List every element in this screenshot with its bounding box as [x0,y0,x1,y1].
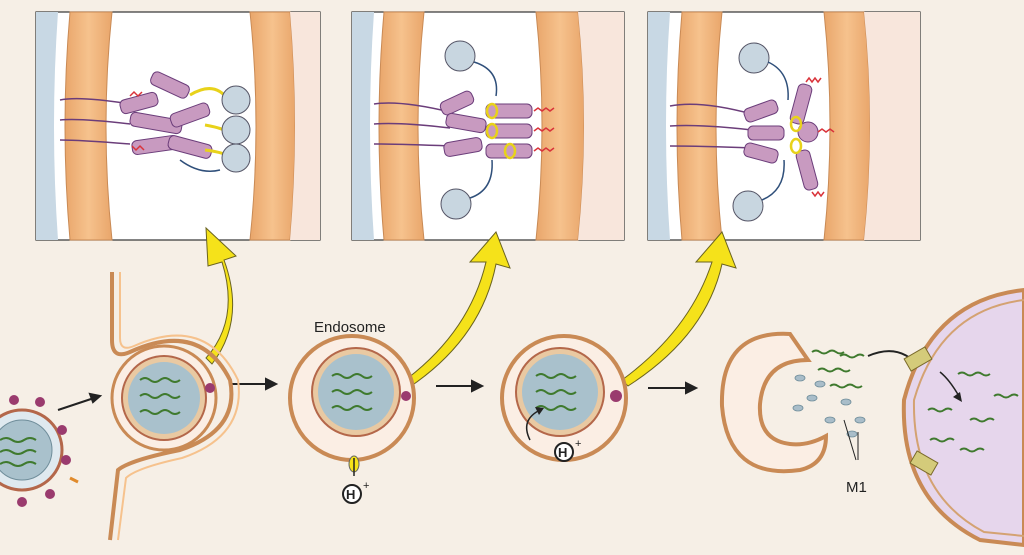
process-arrows [57,377,699,411]
proton-label-2: H [558,445,567,460]
stage-endosome: Endosome H + [288,319,416,504]
stage-uncoating: M1 [719,331,921,496]
hemagglutinin-prefusion [59,71,251,173]
proton-icon-2 [554,442,574,462]
hemagglutinin-fusion [669,42,835,222]
hemagglutinin-intermediate [373,40,555,220]
endosome-label: Endosome [314,319,386,336]
nucleus [901,287,1024,548]
proton-charge: + [363,480,369,492]
stage-endocytosis [108,272,240,541]
proton-charge-2: + [575,438,581,450]
proton-label: H [346,487,355,502]
yellow-callout-arrows [205,226,737,387]
inset-panel-1 [35,11,321,241]
m1-proteins [792,374,866,438]
influenza-virion [0,395,79,507]
stage-acidified-endosome: H + [500,334,628,462]
m1-label: M1 [846,479,867,496]
proton-icon [342,484,362,504]
inset-panel-3 [647,11,921,241]
inset-panel-2 [351,11,625,241]
